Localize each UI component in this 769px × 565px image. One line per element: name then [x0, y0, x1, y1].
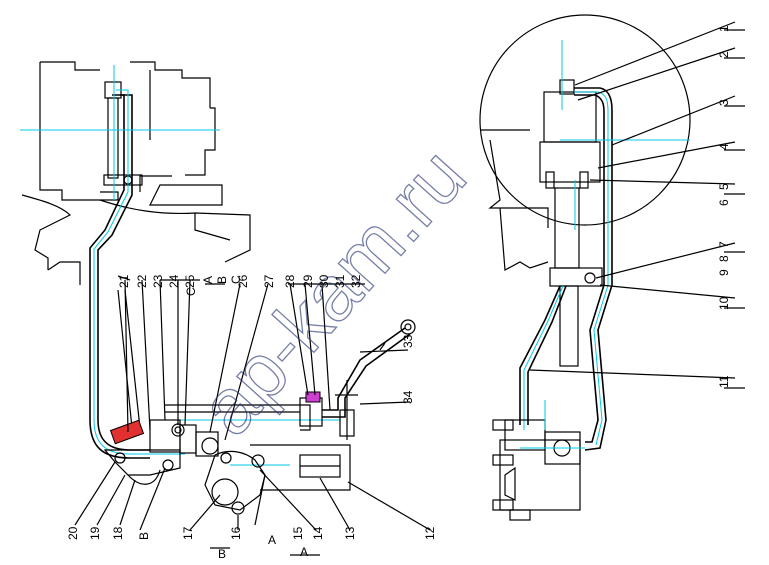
label-21: 21 — [117, 274, 131, 288]
label-32: 32 — [349, 274, 363, 288]
label-2: 2 — [717, 51, 731, 58]
label-30: 30 — [317, 274, 331, 288]
engine-block-outline — [21, 61, 251, 285]
center-axes-left — [20, 65, 340, 466]
label-12: 12 — [423, 526, 437, 540]
label-28: 28 — [283, 274, 297, 288]
label-18: 18 — [111, 526, 125, 540]
leaders-left — [74, 275, 431, 556]
label-27: 27 — [262, 274, 276, 288]
label-A-sub: A — [300, 545, 308, 559]
label-25: 25 — [183, 274, 197, 288]
flywheel-circle — [479, 14, 691, 226]
label-33: 33 — [401, 334, 415, 348]
label-8: 8 — [717, 255, 731, 262]
label-13: 13 — [343, 526, 357, 540]
label-B-left: B — [137, 532, 151, 540]
label-6: 6 — [717, 199, 731, 206]
label-3: 3 — [717, 99, 731, 106]
label-15: 15 — [291, 526, 305, 540]
label-9: 9 — [717, 269, 731, 276]
label-34: 34 — [401, 390, 415, 404]
label-C-top: C — [229, 275, 243, 284]
label-10: 10 — [717, 296, 731, 310]
label-5: 5 — [717, 183, 731, 190]
label-11: 11 — [717, 375, 731, 388]
label-A-bottom: A — [268, 533, 276, 547]
label-14: 14 — [311, 526, 325, 540]
label-17: 17 — [181, 526, 195, 540]
label-1: 1 — [717, 25, 731, 32]
label-B-bottom: B — [218, 547, 226, 561]
housing-right — [480, 79, 603, 367]
label-C-sub: C — [184, 287, 198, 296]
top-bolt — [103, 70, 151, 186]
label-19: 19 — [88, 526, 102, 540]
watermark: ap-kam.ru — [182, 132, 482, 452]
center-axes-right — [520, 40, 690, 449]
oil-pipe-right — [519, 87, 613, 451]
label-26: 26 — [236, 274, 250, 288]
label-B-top: B — [215, 276, 229, 284]
label-7: 7 — [717, 241, 731, 248]
label-16: 16 — [229, 526, 243, 540]
label-22: 22 — [135, 274, 149, 288]
leaders-right — [529, 21, 745, 389]
tube-21 — [109, 289, 145, 445]
label-29: 29 — [301, 274, 315, 288]
label-31: 31 — [333, 274, 347, 288]
label-A-top: A — [201, 276, 215, 284]
label-24: 24 — [167, 274, 181, 288]
label-4: 4 — [717, 143, 731, 150]
filter-base-right — [492, 419, 581, 521]
part-labels: 1 2 3 4 5 6 7 8 9 10 11 21 22 23 24 25 A… — [66, 25, 731, 561]
label-23: 23 — [151, 274, 165, 288]
label-20: 20 — [66, 526, 80, 540]
